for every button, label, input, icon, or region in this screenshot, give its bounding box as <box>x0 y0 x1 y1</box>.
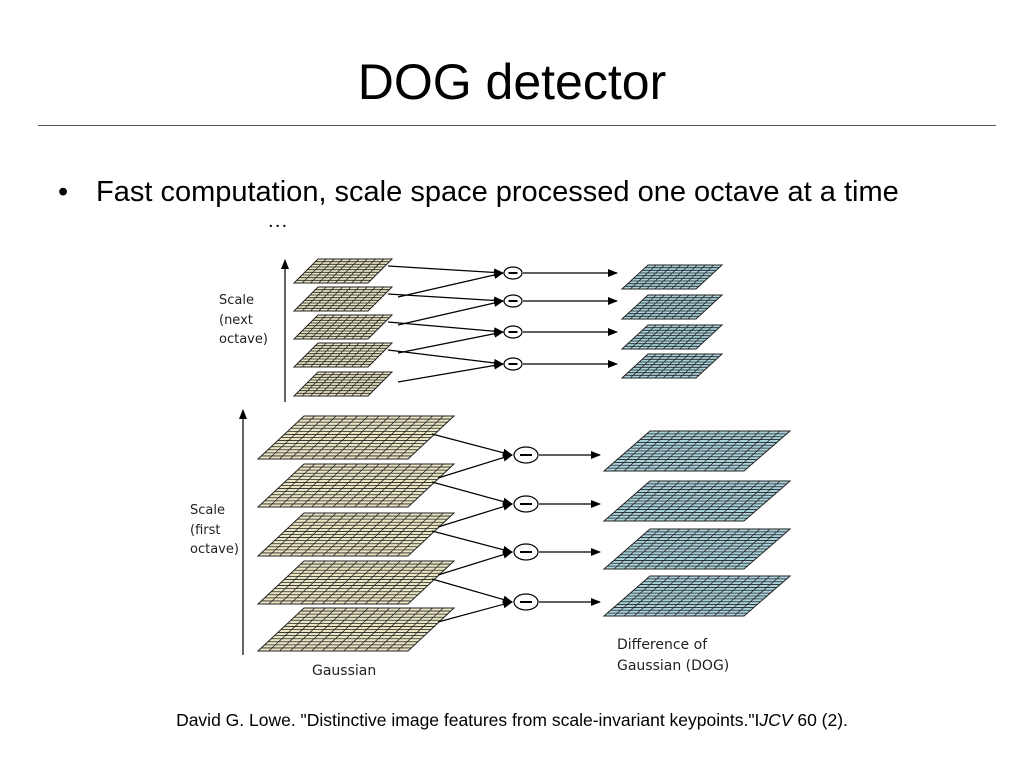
title-divider <box>38 125 996 126</box>
dog-layer-next-1-plane <box>620 264 724 290</box>
dog-layer-next-1 <box>620 264 724 290</box>
arrow-next-b-3 <box>397 329 504 354</box>
gaussian-layer-next-3-grid <box>296 314 390 340</box>
arrow-next-a-3 <box>387 321 504 336</box>
dog-layer-first-1-grid <box>607 430 787 472</box>
gaussian-layer-first-4 <box>256 560 456 605</box>
arrow-next-b-4 <box>397 361 504 383</box>
gaussian-layer-next-4 <box>292 342 394 368</box>
gaussian-layer-next-2 <box>292 286 394 312</box>
arrow-next-a-2 <box>387 293 504 305</box>
gaussian-layer-first-4-grid <box>261 560 451 605</box>
gaussian-layer-next-3-plane <box>292 314 394 340</box>
gaussian-layer-next-2-grid <box>296 286 390 312</box>
gaussian-layer-first-1-grid <box>261 415 451 460</box>
citation-tail: 60 (2). <box>792 710 848 730</box>
arrow-first-a-3 <box>431 530 513 554</box>
arrow-first-b-4 <box>437 600 513 623</box>
gaussian-label: Gaussian <box>312 663 376 679</box>
dog-layer-first-3 <box>602 528 792 570</box>
dog-layer-next-2 <box>620 294 724 320</box>
gaussian-layer-next-5-grid <box>296 371 390 397</box>
citation: David G. Lowe. "Distinctive image featur… <box>0 708 1024 732</box>
bullet-marker: • <box>58 176 69 208</box>
dog-layer-next-2-plane <box>620 294 724 320</box>
arrow-first-b-1 <box>437 453 513 479</box>
gaussian-layer-next-3 <box>292 314 394 340</box>
ellipsis-mark: ··· <box>268 216 289 237</box>
dog-layer-next-4 <box>620 353 724 379</box>
gaussian-layer-next-5 <box>292 371 394 397</box>
dog-layer-next-4-grid <box>624 353 720 379</box>
gaussian-layer-next-5-plane <box>292 371 394 397</box>
dog-layer-first-4-grid <box>607 575 787 617</box>
gaussian-layer-next-1-grid <box>296 258 390 284</box>
dog-layer-first-2 <box>602 480 792 522</box>
dog-layer-next-4-plane <box>620 353 724 379</box>
citation-text: David G. Lowe. "Distinctive image featur… <box>176 710 760 730</box>
gaussian-layer-next-4-grid <box>296 342 390 368</box>
dog-layer-first-2-grid <box>607 480 787 522</box>
arrow-next-a-4 <box>387 349 504 367</box>
dog-layer-next-3-grid <box>624 324 720 350</box>
dog-layer-next-3-plane <box>620 324 724 350</box>
dog-layer-next-1-grid <box>624 264 720 290</box>
bullet-text: Fast computation, scale space processed … <box>96 176 899 208</box>
dog-layer-first-3-grid <box>607 528 787 570</box>
dog-label: Difference of Gaussian (DOG) <box>617 637 729 674</box>
gaussian-layer-first-2-grid <box>261 463 451 508</box>
gaussian-layer-next-4-plane <box>292 342 394 368</box>
dog-layer-first-1 <box>602 430 792 472</box>
arrow-first-a-1 <box>431 433 513 457</box>
gaussian-layer-next-1-plane <box>292 258 394 284</box>
gaussian-layer-first-3 <box>256 512 456 557</box>
slide-title: DOG detector <box>357 54 667 110</box>
arrow-first-b-2 <box>437 502 513 528</box>
scale-first-label: Scale (first octave) <box>190 503 239 557</box>
dog-layer-next-2-grid <box>624 294 720 320</box>
arrow-first-b-3 <box>437 550 513 576</box>
citation-journal: JCV <box>759 710 793 730</box>
gaussian-layer-first-2 <box>256 463 456 508</box>
dog-layer-next-3 <box>620 324 724 350</box>
arrow-next-a-1 <box>387 265 504 277</box>
gaussian-layer-first-5 <box>256 607 456 652</box>
gaussian-layer-first-5-grid <box>261 607 451 652</box>
arrow-next-b-1 <box>397 271 504 298</box>
gaussian-layer-next-1 <box>292 258 394 284</box>
gaussian-layer-next-2-plane <box>292 286 394 312</box>
gaussian-layer-first-1 <box>256 415 456 460</box>
scale-next-label: Scale (next octave) <box>219 293 268 347</box>
gaussian-layer-first-3-grid <box>261 512 451 557</box>
dog-layer-first-4 <box>602 575 792 617</box>
arrow-first-a-4 <box>431 578 513 604</box>
arrow-next-b-2 <box>397 299 504 326</box>
arrow-first-a-2 <box>431 481 513 506</box>
